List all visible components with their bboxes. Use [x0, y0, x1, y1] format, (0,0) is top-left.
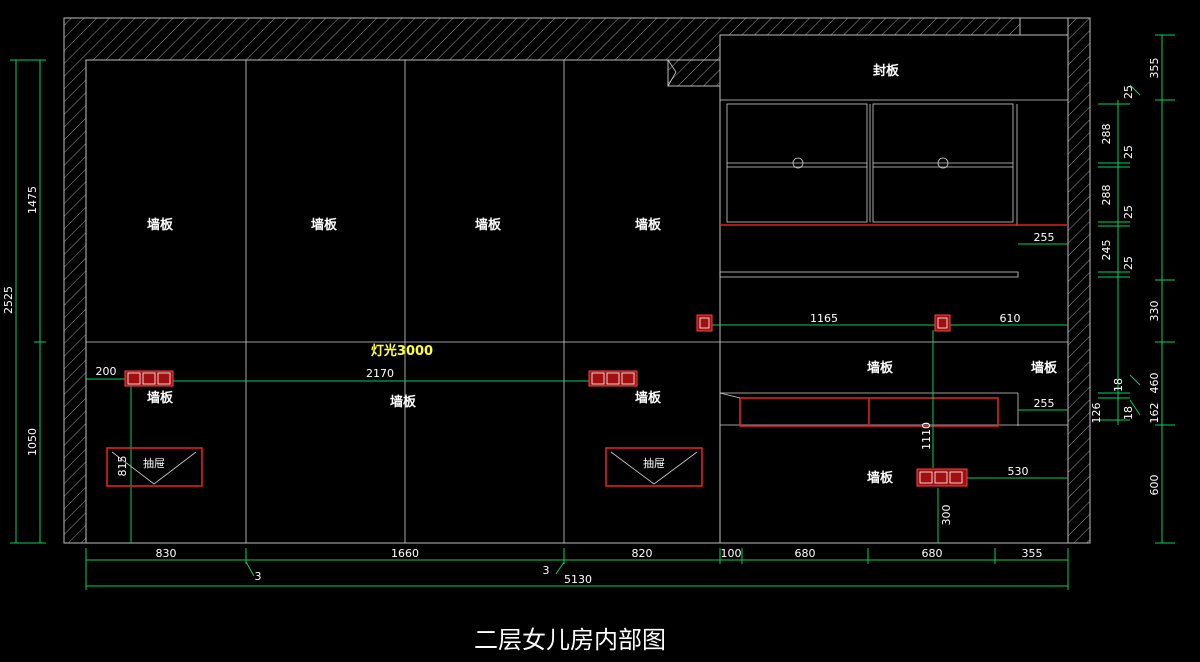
dim-bottom-2: 1660 — [391, 547, 419, 560]
drawing-title: 二层女儿房内部图 — [474, 626, 666, 654]
dim-right-11: 460 — [1148, 373, 1161, 394]
outlet-left — [124, 370, 174, 387]
dim-right-15: 600 — [1148, 475, 1161, 496]
dim-left-1: 1475 — [26, 186, 39, 214]
dim-1110: 1110 — [920, 422, 933, 450]
bottom-dimension-labels: 830 1660 820 100 680 680 355 3 3 5130 — [156, 547, 1043, 586]
rod-end-left — [792, 157, 804, 169]
label-drawer-left: 抽屉 — [143, 456, 165, 470]
label-sealing-board: 封板 — [873, 63, 900, 79]
label-wall-panel-7: 墙板 — [635, 390, 662, 406]
dim-bottom-5: 680 — [795, 547, 816, 560]
switch-right — [934, 314, 951, 332]
dim-right-3: 288 — [1100, 124, 1113, 145]
dimension-lines — [10, 34, 1175, 590]
dim-bottom-6: 680 — [922, 547, 943, 560]
outlet-middle — [588, 370, 638, 387]
dim-200: 200 — [96, 365, 117, 378]
dim-255-bottom: 255 — [1034, 397, 1055, 410]
dim-1165: 1165 — [810, 312, 838, 325]
switch-left — [696, 314, 713, 332]
dim-right-7: 245 — [1100, 240, 1113, 261]
right-dimension-labels: 355 25 288 25 288 25 245 25 330 18 460 1… — [1090, 58, 1161, 496]
wardrobe-section — [719, 35, 1068, 543]
dim-right-8: 25 — [1122, 256, 1135, 270]
outlet-right — [916, 468, 968, 487]
dim-2170: 2170 — [366, 367, 394, 380]
label-wall-panel-5: 墙板 — [147, 390, 174, 406]
dim-right-2: 25 — [1122, 85, 1135, 99]
label-wall-panel-2: 墙板 — [311, 217, 338, 233]
label-wall-panel-6: 墙板 — [390, 394, 417, 410]
dim-left-3: 1050 — [26, 428, 39, 456]
room-labels: 墙板 墙板 墙板 墙板 封板 墙板 墙板 墙板 墙板 墙板 墙板 灯光3000 … — [143, 63, 1058, 486]
dim-right-13: 126 — [1090, 403, 1103, 424]
left-wall-panels — [85, 59, 721, 544]
drawer-left — [106, 447, 203, 487]
dim-right-14: 162 — [1148, 403, 1161, 424]
dim-bottom-3: 820 — [632, 547, 653, 560]
wall-hatching — [63, 17, 1091, 544]
label-wall-panel-3: 墙板 — [475, 217, 502, 233]
label-wall-panel-10: 墙板 — [867, 470, 894, 486]
label-drawer-right: 抽屉 — [643, 456, 665, 470]
inner-dimension-labels: 200 2170 815 1165 610 255 255 1110 530 3… — [96, 231, 1055, 526]
dim-bottom-small-1: 3 — [255, 570, 262, 583]
dim-530: 530 — [1008, 465, 1029, 478]
dim-total: 5130 — [564, 573, 592, 586]
dim-left-2: 2525 — [2, 286, 15, 314]
dim-right-9: 330 — [1148, 301, 1161, 322]
label-wall-panel-1: 墙板 — [147, 217, 174, 233]
dim-815: 815 — [116, 456, 129, 477]
dim-right-12: 18 — [1122, 406, 1135, 420]
dim-right-1: 355 — [1148, 58, 1161, 79]
dim-bottom-1: 830 — [156, 547, 177, 560]
dim-right-5: 288 — [1100, 185, 1113, 206]
dim-255-top: 255 — [1034, 231, 1055, 244]
left-dimension-labels: 1475 2525 1050 — [2, 186, 39, 456]
dim-bottom-small-2: 3 — [543, 564, 550, 577]
dim-right-4: 25 — [1122, 145, 1135, 159]
label-light: 灯光3000 — [371, 343, 433, 359]
label-wall-panel-4: 墙板 — [635, 217, 662, 233]
dim-610: 610 — [1000, 312, 1021, 325]
dim-bottom-4: 100 — [721, 547, 742, 560]
label-wall-panel-8: 墙板 — [867, 360, 894, 376]
rod-end-right — [937, 157, 949, 169]
dim-right-6: 25 — [1122, 205, 1135, 219]
drawer-right — [605, 447, 703, 487]
label-wall-panel-9: 墙板 — [1031, 360, 1058, 376]
dim-300: 300 — [940, 505, 953, 526]
dim-right-10: 18 — [1112, 378, 1125, 392]
dim-bottom-7: 355 — [1022, 547, 1043, 560]
